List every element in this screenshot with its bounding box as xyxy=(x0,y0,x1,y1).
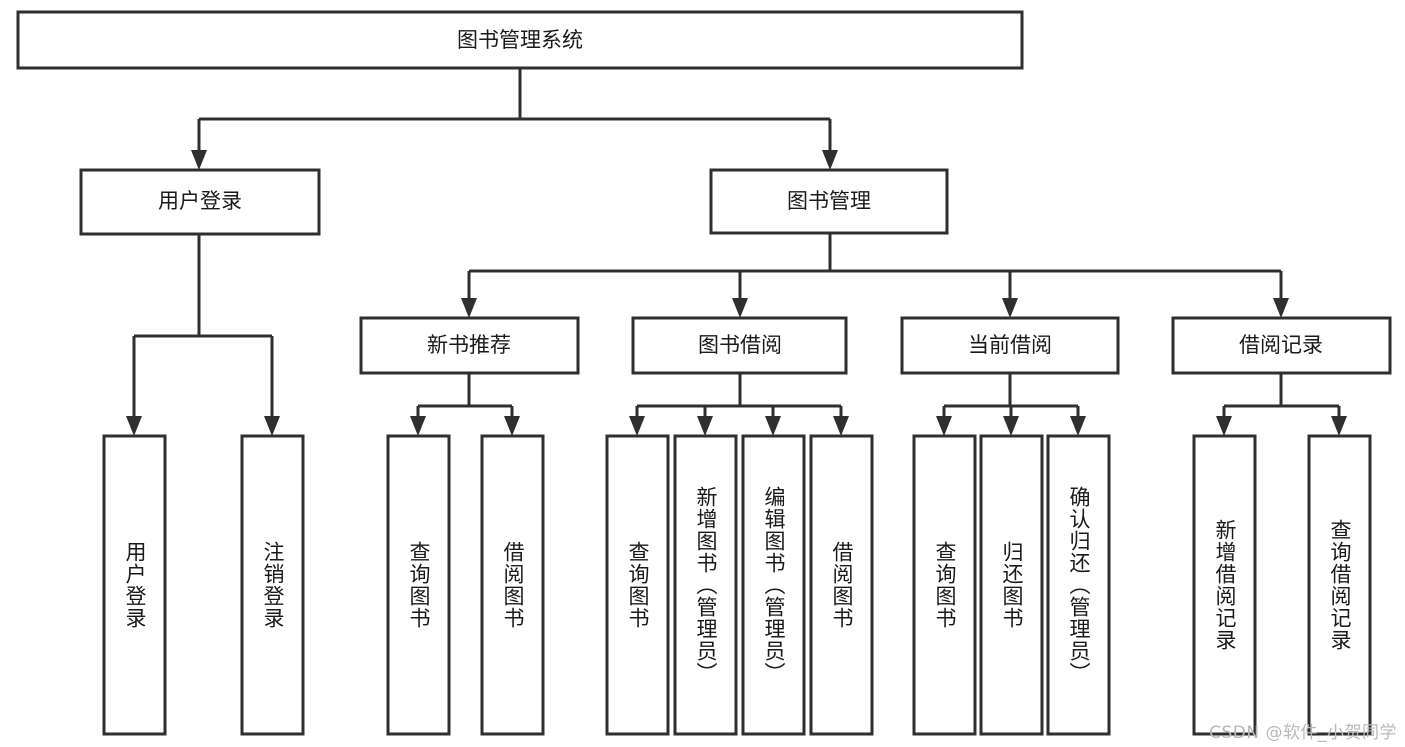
node-leaf-add-book-box[interactable] xyxy=(673,434,738,736)
arrow-to-new-book-recommend xyxy=(461,298,477,318)
node-leaf-query-book-2-box[interactable] xyxy=(605,434,670,736)
node-leaf-confirm-return[interactable]: 确认归还（管理员） xyxy=(1046,434,1111,736)
node-leaf-user-logout-box[interactable] xyxy=(240,434,305,736)
node-leaf-edit-book-box[interactable] xyxy=(741,434,806,736)
arrow-to-leaf-add-book xyxy=(697,416,713,436)
node-leaf-query-book-1[interactable]: 查询图书 xyxy=(386,434,451,736)
nodes-layer: 图书管理系统 用户登录 图书管理 新书推荐 图书借阅 xyxy=(16,10,1392,736)
node-leaf-user-login-box[interactable] xyxy=(102,434,167,736)
arrow-to-leaf-query-book-2 xyxy=(629,416,645,436)
arrow-to-leaf-borrow-book-2 xyxy=(833,416,849,436)
arrow-root-to-user-login xyxy=(191,150,207,170)
node-leaf-query-record[interactable]: 查询借阅记录 xyxy=(1307,434,1372,736)
node-leaf-user-login[interactable]: 用户登录 xyxy=(102,434,167,736)
arrow-to-leaf-borrow-book-1 xyxy=(504,416,520,436)
node-leaf-user-logout[interactable]: 注销登录 xyxy=(240,434,305,736)
node-leaf-query-book-1-label: 查询图书 xyxy=(407,541,431,629)
node-current-borrow-box[interactable] xyxy=(900,316,1120,375)
node-new-book-recommend-label: 新书推荐 xyxy=(427,333,511,357)
node-leaf-confirm-return-box[interactable] xyxy=(1046,434,1111,736)
arrow-to-leaf-return-book xyxy=(1003,416,1019,436)
node-root-box[interactable] xyxy=(16,10,1024,70)
node-leaf-query-record-box[interactable] xyxy=(1307,434,1372,736)
node-leaf-borrow-book-1[interactable]: 借阅图书 xyxy=(480,434,545,736)
node-leaf-add-record[interactable]: 新增借阅记录 xyxy=(1192,434,1257,736)
arrow-to-current-borrow xyxy=(1002,298,1018,318)
node-leaf-return-book-label: 归还图书 xyxy=(1000,541,1024,629)
arrow-root-to-book-manage xyxy=(822,150,838,170)
node-borrow-record-box[interactable] xyxy=(1171,316,1392,375)
node-leaf-borrow-book-2-label: 借阅图书 xyxy=(830,541,854,629)
node-leaf-borrow-book-1-box[interactable] xyxy=(480,434,545,736)
arrow-to-leaf-user-login xyxy=(126,416,142,436)
node-borrow-record[interactable]: 借阅记录 xyxy=(1171,316,1392,375)
node-current-borrow[interactable]: 当前借阅 xyxy=(900,316,1120,375)
node-leaf-query-book-2-label: 查询图书 xyxy=(626,541,650,629)
node-leaf-add-book[interactable]: 新增图书（管理员） xyxy=(673,434,738,736)
node-new-book-recommend[interactable]: 新书推荐 xyxy=(359,316,580,375)
node-leaf-borrow-book-2-box[interactable] xyxy=(809,434,874,736)
arrow-to-book-borrow xyxy=(732,298,748,318)
node-root-label: 图书管理系统 xyxy=(457,28,583,52)
node-leaf-return-book[interactable]: 归还图书 xyxy=(979,434,1044,736)
node-root[interactable]: 图书管理系统 xyxy=(16,10,1024,70)
node-leaf-return-book-box[interactable] xyxy=(979,434,1044,736)
node-book-borrow-box[interactable] xyxy=(631,316,848,375)
arrow-to-borrow-record xyxy=(1273,298,1289,318)
node-leaf-add-book-label: 新增图书（管理员） xyxy=(694,486,718,684)
node-book-manage[interactable]: 图书管理 xyxy=(709,168,949,235)
node-leaf-edit-book[interactable]: 编辑图书（管理员） xyxy=(741,434,806,736)
node-leaf-add-record-box[interactable] xyxy=(1192,434,1257,736)
node-leaf-query-book-2[interactable]: 查询图书 xyxy=(605,434,670,736)
node-borrow-record-label: 借阅记录 xyxy=(1239,333,1323,357)
node-user-login-label: 用户登录 xyxy=(158,189,242,213)
node-user-login[interactable]: 用户登录 xyxy=(79,168,321,236)
node-leaf-add-record-label: 新增借阅记录 xyxy=(1213,519,1237,651)
node-book-manage-box[interactable] xyxy=(709,168,949,235)
node-new-book-recommend-box[interactable] xyxy=(359,316,580,375)
node-book-borrow[interactable]: 图书借阅 xyxy=(631,316,848,375)
node-leaf-query-book-3-label: 查询图书 xyxy=(933,541,957,629)
arrow-to-leaf-query-book-3 xyxy=(936,416,952,436)
node-leaf-query-book-1-box[interactable] xyxy=(386,434,451,736)
node-leaf-borrow-book-2[interactable]: 借阅图书 xyxy=(809,434,874,736)
node-book-manage-label: 图书管理 xyxy=(787,189,871,213)
node-current-borrow-label: 当前借阅 xyxy=(968,333,1052,357)
node-leaf-user-login-label: 用户登录 xyxy=(123,541,147,629)
node-leaf-query-book-3-box[interactable] xyxy=(912,434,977,736)
arrow-to-leaf-edit-book xyxy=(765,416,781,436)
node-leaf-borrow-book-1-label: 借阅图书 xyxy=(501,541,525,629)
node-book-borrow-label: 图书借阅 xyxy=(698,333,782,357)
node-leaf-confirm-return-label: 确认归还（管理员） xyxy=(1067,486,1091,684)
node-leaf-query-book-3[interactable]: 查询图书 xyxy=(912,434,977,736)
arrow-to-leaf-user-logout xyxy=(264,416,280,436)
node-user-login-box[interactable] xyxy=(79,168,321,236)
node-leaf-edit-book-label: 编辑图书（管理员） xyxy=(762,486,786,684)
arrow-to-leaf-confirm-return xyxy=(1070,416,1086,436)
edges-layer xyxy=(126,68,1347,436)
arrow-to-leaf-query-record xyxy=(1331,416,1347,436)
arrow-to-leaf-query-book-1 xyxy=(410,416,426,436)
node-leaf-user-logout-label: 注销登录 xyxy=(261,541,285,629)
arrow-to-leaf-add-record xyxy=(1216,416,1232,436)
node-leaf-query-record-label: 查询借阅记录 xyxy=(1328,519,1352,651)
